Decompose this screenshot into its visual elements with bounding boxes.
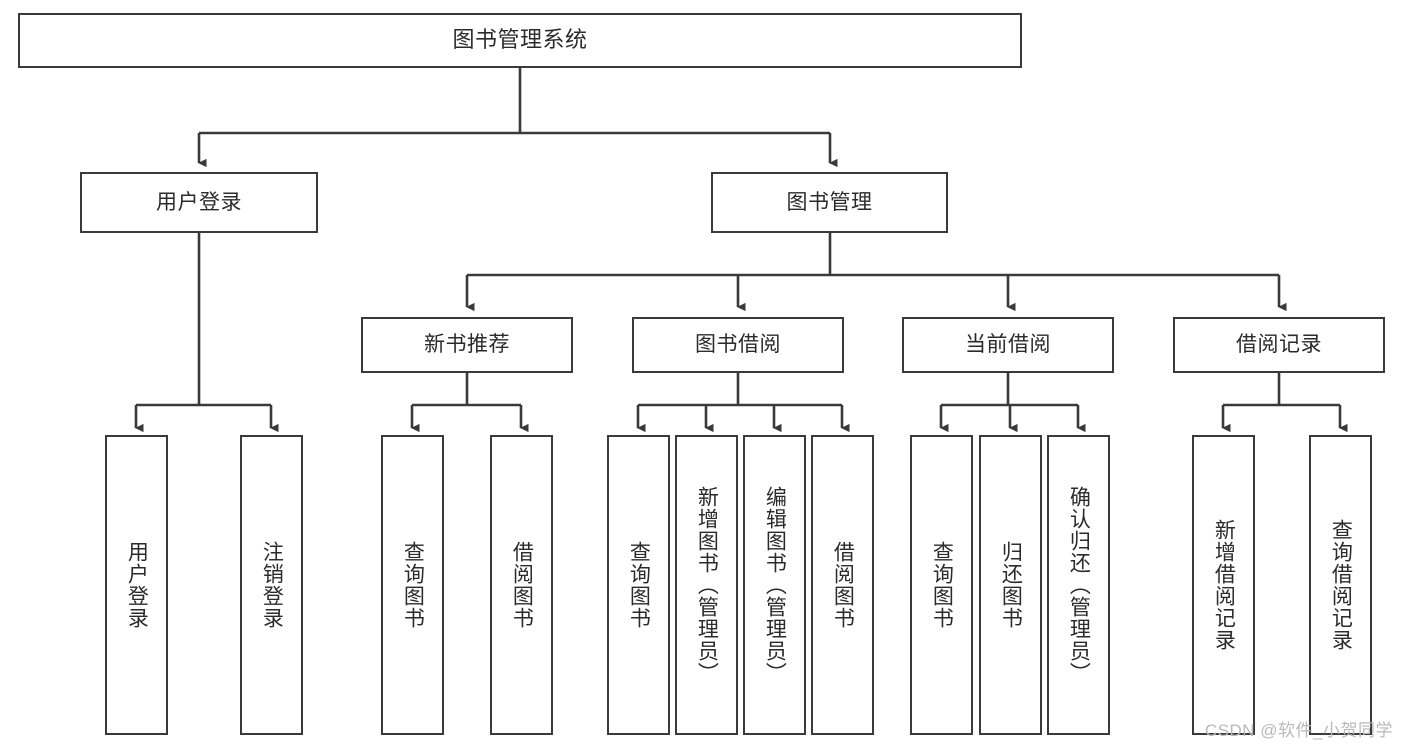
node-book-borrow[interactable]: 图书借阅	[632, 317, 844, 373]
leaf-book-borrow-edit[interactable]: 编辑图书（管理员）	[743, 435, 806, 735]
leaf-current-borrow-query[interactable]: 查询图书	[910, 435, 973, 735]
node-book-borrow-label: 图书借阅	[695, 333, 781, 357]
leaf-label: 借阅图书	[831, 541, 855, 629]
node-book-management[interactable]: 图书管理	[711, 172, 948, 233]
node-new-book-recommend[interactable]: 新书推荐	[361, 317, 573, 373]
leaf-label: 用户登录	[125, 541, 149, 629]
leaf-book-borrow-add[interactable]: 新增图书（管理员）	[675, 435, 738, 735]
node-borrow-record-label: 借阅记录	[1236, 333, 1322, 357]
leaf-label: 查询图书	[627, 541, 651, 629]
leaf-current-borrow-return[interactable]: 归还图书	[979, 435, 1042, 735]
node-borrow-record[interactable]: 借阅记录	[1173, 317, 1385, 373]
leaf-book-borrow-borrow[interactable]: 借阅图书	[811, 435, 874, 735]
leaf-borrow-record-query[interactable]: 查询借阅记录	[1309, 435, 1372, 735]
leaf-user-login-signin[interactable]: 用户登录	[105, 435, 168, 735]
leaf-current-borrow-confirm-return[interactable]: 确认归还（管理员）	[1047, 435, 1110, 735]
leaf-label: 注销登录	[260, 541, 284, 629]
leaf-label: 借阅图书	[510, 541, 534, 629]
node-current-borrow[interactable]: 当前借阅	[902, 317, 1114, 373]
leaf-label: 新增图书（管理员）	[695, 486, 719, 684]
node-current-borrow-label: 当前借阅	[965, 333, 1051, 357]
leaf-label: 确认归还（管理员）	[1067, 486, 1091, 684]
leaf-borrow-record-add[interactable]: 新增借阅记录	[1192, 435, 1255, 735]
leaf-label: 查询图书	[930, 541, 954, 629]
leaf-label: 查询借阅记录	[1329, 519, 1353, 651]
node-root-label: 图书管理系统	[452, 27, 588, 53]
node-root-system[interactable]: 图书管理系统	[18, 13, 1022, 68]
node-user-login[interactable]: 用户登录	[80, 172, 318, 233]
node-new-book-recommend-label: 新书推荐	[424, 333, 510, 357]
leaf-new-book-query[interactable]: 查询图书	[381, 435, 444, 735]
node-book-management-label: 图书管理	[786, 190, 873, 214]
leaf-book-borrow-query[interactable]: 查询图书	[607, 435, 670, 735]
leaf-label: 编辑图书（管理员）	[763, 486, 787, 684]
node-user-login-label: 用户登录	[156, 190, 242, 214]
leaf-label: 归还图书	[999, 541, 1023, 629]
leaf-label: 新增借阅记录	[1212, 519, 1236, 651]
leaf-user-login-signout[interactable]: 注销登录	[240, 435, 303, 735]
leaf-new-book-borrow[interactable]: 借阅图书	[490, 435, 553, 735]
leaf-label: 查询图书	[401, 541, 425, 629]
